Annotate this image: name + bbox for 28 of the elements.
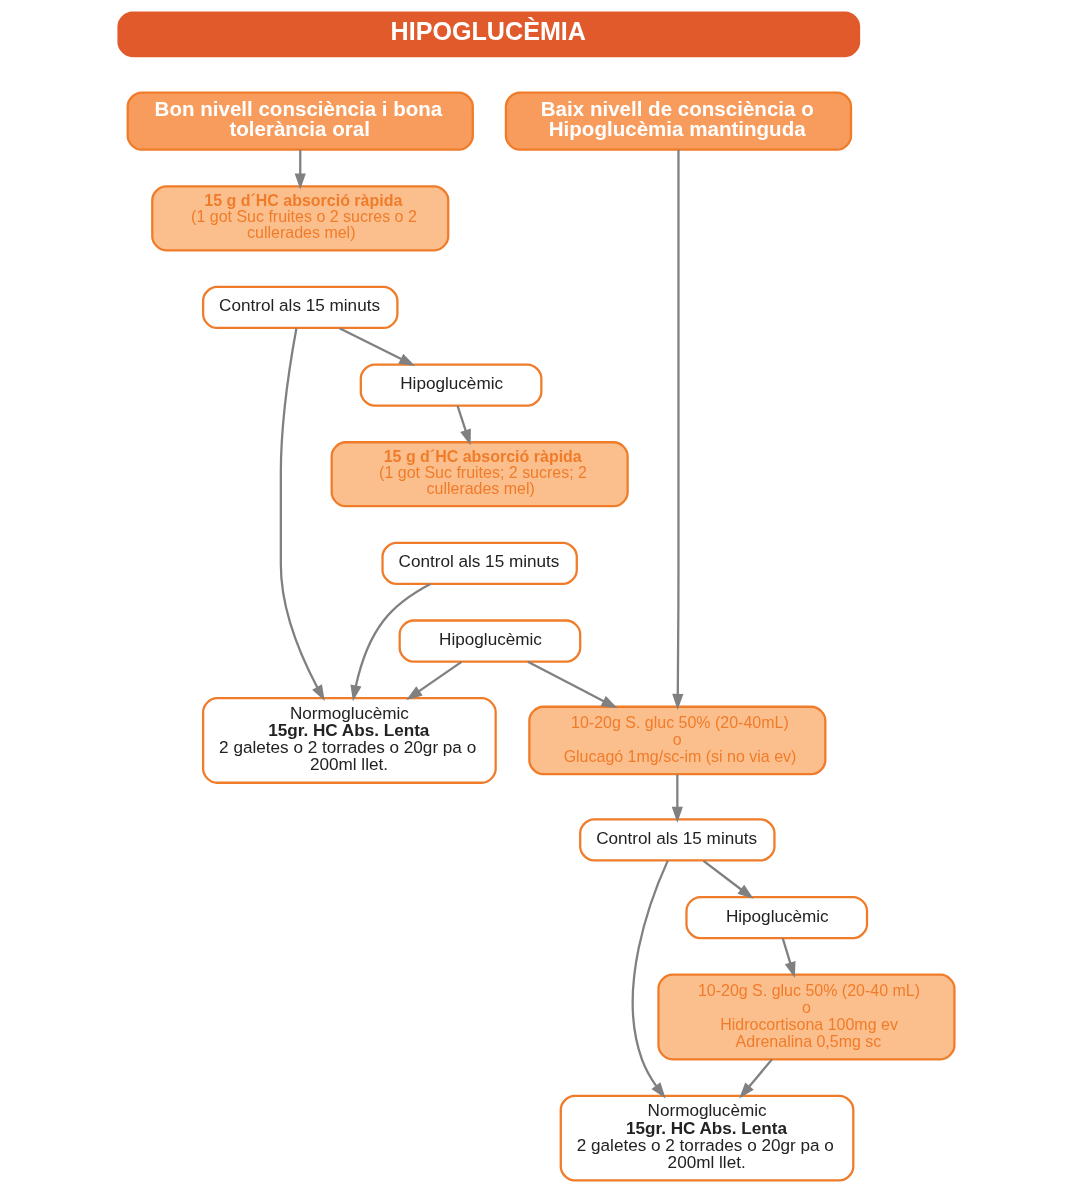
node-box: Normoglucèmic 15gr. HC Abs. Lenta 2 galetes o 2 torrades o 20gr pa o 200ml llet.	[559, 1094, 854, 1182]
arrow	[405, 660, 462, 701]
arrow	[702, 859, 754, 899]
node-box: 15 g d´HC absorció ràpida (1 got Suc fruites; 2 sucres; 2 cullerades mel)	[330, 441, 629, 508]
node-box: 15 g d´HC absorció ràpida (1 got Suc fruites o 2 sucres o 2 cullerades mel)	[150, 185, 449, 252]
arrow	[338, 327, 415, 366]
node-box: Hipoglucèmic	[684, 895, 868, 940]
arrow	[349, 583, 431, 702]
node-box: Baix nivell de consciència o Hipoglucèmia mantinguda	[504, 91, 852, 151]
node-box: 10-20g S. gluc 50% (20-40mL) o Glucagó 1mg/sc-im (si no via ev)	[527, 705, 826, 776]
node-box: Bon nivell consciència i bona tolerància oral	[126, 91, 474, 151]
arrow	[631, 860, 669, 1099]
arrow	[738, 1058, 773, 1099]
node-box: HIPOGLUCÈMIA	[116, 11, 860, 58]
node-box: Hipoglucèmic	[359, 363, 542, 407]
node-box: 10-20g S. gluc 50% (20-40 mL) o Hidrocortisona 100mg ev Adrenalina 0,5mg sc	[656, 973, 956, 1061]
arrow	[781, 938, 795, 978]
arrow	[526, 660, 617, 709]
arrow	[294, 149, 306, 190]
node-box: Control als 15 minuts	[578, 818, 776, 862]
arrow	[279, 328, 325, 702]
node-box: Control als 15 minuts	[380, 541, 578, 586]
node-box: Normoglucèmic 15gr. HC Abs. Lenta 2 galetes o 2 torrades o 20gr pa o 200ml llet.	[201, 697, 497, 784]
arrow	[455, 405, 471, 446]
arrow	[671, 774, 683, 823]
arrow	[671, 149, 683, 710]
node-box: Hipoglucèmic	[398, 619, 581, 663]
node-box: Control als 15 minuts	[201, 285, 399, 330]
